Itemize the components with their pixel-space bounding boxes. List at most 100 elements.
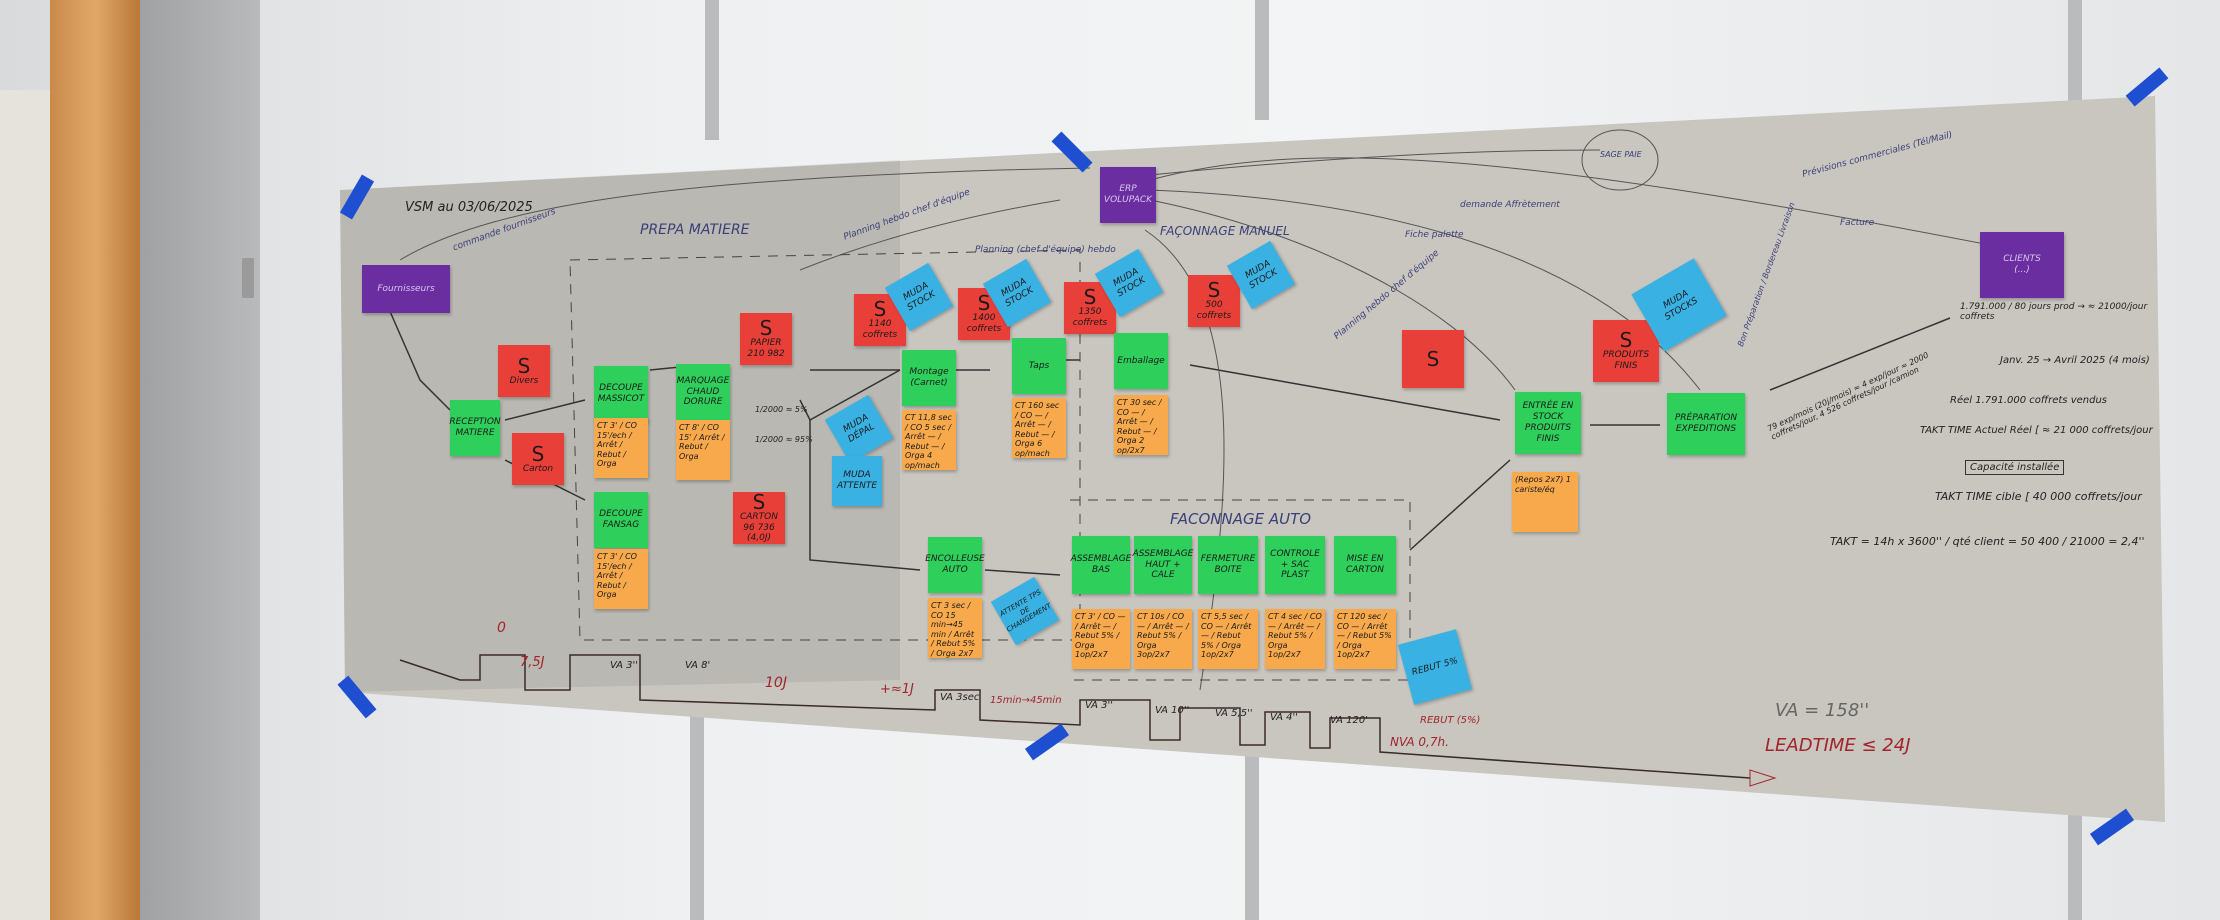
data-box-text: CT 160 sec / CO — / Arrêt — / Rebut — / … (1015, 401, 1060, 458)
data-box-text: CT 11,8 sec / CO 5 sec / Arrêt — / Rebut… (905, 413, 952, 470)
wall-panel-seam (705, 0, 719, 140)
open-door (140, 0, 260, 920)
stock-triangle-icon: S (977, 291, 991, 316)
process-label: Taps (1028, 360, 1050, 371)
takt-target: TAKT TIME cible [ 40 000 coffrets/jour (1935, 490, 2142, 503)
stock-label: CARTON 96 736 (4,0J) (739, 511, 778, 544)
demande-annotation: demande Affrètement (1460, 200, 1560, 210)
takt-actual: TAKT TIME Actuel Réel [ ≈ 21 000 coffret… (1920, 425, 2153, 436)
process-box: ASSEMBLAGE HAUT + CALE (1132, 536, 1194, 594)
process-box: FERMETURE BOITE (1198, 536, 1258, 594)
timeline-va: VA 3'' (610, 660, 639, 671)
stock-label: PAPIER 210 982 (747, 338, 785, 359)
process-label: ENCOLLEUSE AUTO (925, 554, 985, 575)
data-box-text: CT 3' / CO — / Arrêt — / Rebut 5% / Orga… (1075, 612, 1126, 660)
process-box: ENTRÉE EN STOCK PRODUITS FINIS (1515, 392, 1581, 454)
process-label: Emballage (1117, 355, 1165, 366)
stock-triangle-icon: S (517, 353, 531, 378)
wall-panel-seam (1245, 740, 1259, 920)
data-box: CT 5,5 sec / CO — / Arrêt — / Rebut 5% /… (1198, 609, 1258, 669)
timeline-rebut: REBUT (5%) (1420, 715, 1481, 726)
zone-manuel-label: FAÇONNAGE MANUEL (1160, 224, 1290, 238)
muda-burst: MUDA ATTENTE (832, 456, 882, 506)
muda-label: REBUT 5% (1410, 655, 1460, 678)
process-label: DECOUPE MASSICOT (597, 383, 645, 404)
timeline-nva-total: NVA 0,7h. (1390, 735, 1449, 749)
process-box: Montage (Carnet) (902, 350, 956, 406)
erp-label: ERP (1119, 184, 1137, 195)
process-label: ASSEMBLAGE BAS (1070, 554, 1132, 575)
stock-label: 500 coffrets (1196, 300, 1232, 321)
fiche-annotation: Fiche palette (1405, 230, 1464, 240)
process-label: PRÉPARATION EXPEDITIONS (1674, 413, 1738, 434)
stock-triangle-icon: S (1207, 278, 1221, 303)
stock-triangle-icon: S (531, 441, 545, 466)
data-box-text: CT 4 sec / CO — / Arrêt — / Rebut 5% / O… (1268, 612, 1322, 660)
data-box-text: CT 10s / CO — / Arrêt — / Rebut 5% / Org… (1137, 612, 1189, 660)
adjacent-room (0, 90, 55, 920)
process-label: DECOUPE FANSAG (599, 509, 643, 530)
process-box: MISE EN CARTON (1334, 536, 1396, 594)
process-box: Emballage (1114, 333, 1168, 389)
timeline-nva: 7,5J (520, 655, 545, 670)
stock-label: 1350 coffrets (1072, 307, 1108, 328)
data-box: CT 3' / CO 15'/ech / Arrêt / Rebut / Org… (594, 549, 648, 609)
process-box: CONTROLE + SAC PLAST (1265, 536, 1325, 594)
stock-label: Carton (522, 463, 554, 474)
timeline-va: VA 4'' (1270, 712, 1299, 723)
stock-triangle-icon: S (759, 316, 773, 341)
door-hinge (242, 258, 254, 298)
ratio-annotation: 1/2000 ≈ 95% (755, 435, 813, 444)
muda-label: MUDA STOCK (901, 280, 938, 314)
data-box-text: CT 30 sec / CO — / Arrêt — / Rebut — / O… (1117, 398, 1162, 455)
data-box: CT 3 sec / CO 15 min→45 min / Arrêt / Re… (928, 598, 982, 658)
data-box: CT 3' / CO 15'/ech / Arrêt / Rebut / Org… (594, 418, 648, 478)
muda-label: MUDA STOCK (999, 276, 1036, 310)
timeline-nva: +≈1J (880, 682, 914, 697)
stock-label: Divers (509, 375, 539, 386)
process-box: MARQUAGE CHAUD DORURE (676, 364, 730, 420)
period-note: Janv. 25 → Avril 2025 (4 mois) (2000, 355, 2150, 366)
stock-triangle-icon: S (752, 489, 766, 514)
muda-label: MUDA DÉPAL (841, 412, 877, 445)
stock-label: PRODUITS FINIS (1602, 350, 1650, 371)
data-box-text: CT 8' / CO 15' / Arrêt / Rebut / Orga (679, 423, 725, 461)
data-box-text: CT 3' / CO 15'/ech / Arrêt / Rebut / Org… (597, 552, 637, 600)
wall-panel-seam (690, 710, 704, 920)
clients-label: CLIENTS (2003, 254, 2041, 265)
timeline-ladder (399, 654, 1751, 779)
muda-label: MUDA STOCK (1243, 258, 1280, 292)
data-box-text: CT 120 sec / CO — / Arrêt — / Rebut 5% /… (1337, 612, 1392, 660)
process-label: MISE EN CARTON (1345, 554, 1384, 575)
ratio-annotation: 1/2000 ≈ 5% (755, 405, 808, 414)
stock-note: S (1402, 330, 1464, 388)
process-label: CONTROLE + SAC PLAST (1270, 548, 1320, 581)
process-label: ASSEMBLAGE HAUT + CALE (1132, 548, 1194, 581)
capacity-box: Capacité installée (1965, 460, 2065, 475)
supplier-label: Fournisseurs (377, 283, 435, 294)
flow-arrows (384, 299, 1951, 576)
data-box: (Repos 2x7) 1 cariste/éq (1512, 472, 1578, 532)
data-box: CT 8' / CO 15' / Arrêt / Rebut / Orga (676, 420, 730, 480)
timeline-nva: 10J (765, 675, 787, 691)
process-label: ENTRÉE EN STOCK PRODUITS FINIS (1522, 401, 1574, 444)
process-box: ASSEMBLAGE BAS (1070, 536, 1132, 594)
timeline-va: VA 10'' (1155, 705, 1190, 716)
demand-calc: 1.791.000 / 80 jours prod → ≈ 21000/jour… (1960, 302, 2148, 322)
wall-panel-seam (1255, 0, 1269, 120)
sage-label: SAGE PAIE (1600, 150, 1642, 159)
process-box: RECEPTION MATIERE (449, 400, 501, 456)
timeline-va: VA 8' (685, 660, 711, 671)
process-box: ENCOLLEUSE AUTO (925, 537, 985, 593)
process-box: PRÉPARATION EXPEDITIONS (1667, 393, 1745, 455)
leadtime-total: LEADTIME ≤ 24J (1765, 735, 1911, 756)
data-box: CT 3' / CO — / Arrêt — / Rebut 5% / Orga… (1072, 609, 1130, 669)
data-box: CT 120 sec / CO — / Arrêt — / Rebut 5% /… (1334, 609, 1396, 669)
timeline-va: VA 120' (1330, 715, 1369, 726)
